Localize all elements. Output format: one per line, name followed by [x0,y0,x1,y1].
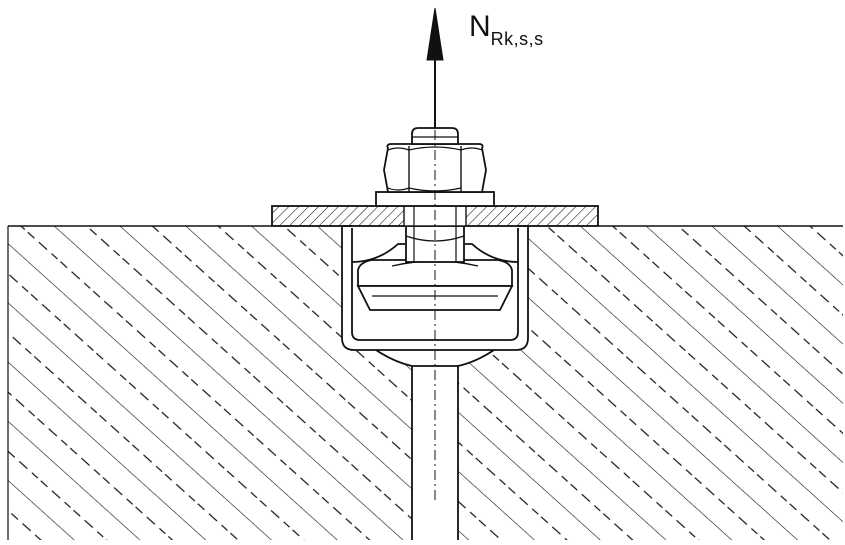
load-subscript: Rk,s,s [490,29,544,49]
concrete-member [7,225,843,540]
tension-load-label: NRk,s,s [469,10,544,49]
tension-load-arrow-icon [426,7,444,128]
hex-nut [383,143,487,193]
anchor-shaft [411,366,459,540]
load-symbol: N [469,10,491,43]
